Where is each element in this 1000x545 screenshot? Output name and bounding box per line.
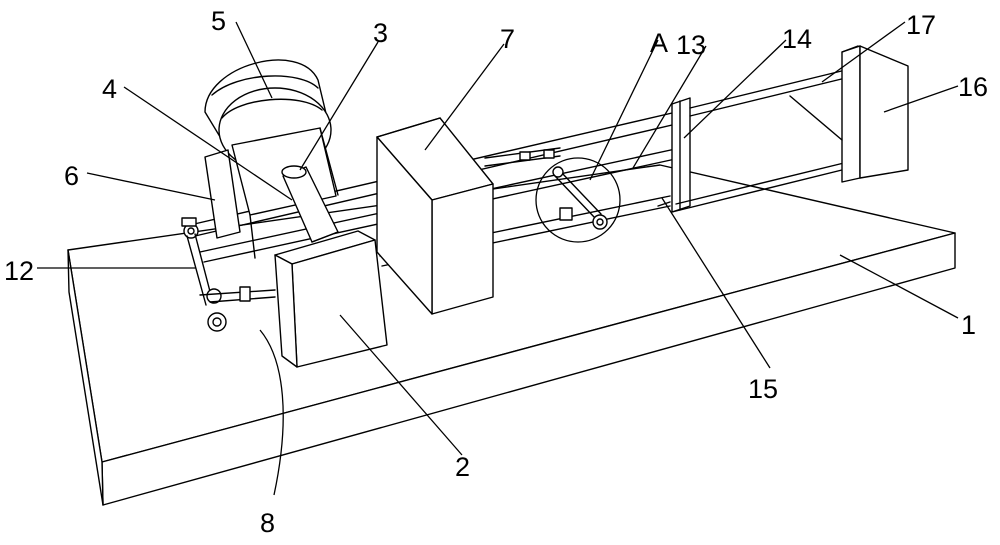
rod-17 — [689, 64, 866, 117]
leader-lines — [37, 21, 959, 496]
linkage-detail-a — [519, 149, 621, 243]
label-13: 13 — [676, 30, 706, 60]
label-a: A — [650, 28, 668, 58]
linkage-12 — [181, 217, 276, 332]
label-12: 12 — [4, 256, 34, 286]
block-2 — [274, 230, 388, 368]
label-6: 6 — [64, 161, 79, 191]
label-3: 3 — [373, 18, 388, 48]
end-block-16 — [789, 45, 909, 183]
label-16: 16 — [958, 72, 988, 102]
part-labels: 5 3 4 6 12 7 A 13 14 17 16 1 15 2 8 — [4, 6, 988, 538]
label-5: 5 — [211, 6, 226, 36]
label-4: 4 — [102, 74, 117, 104]
label-15: 15 — [748, 374, 778, 404]
label-14: 14 — [782, 24, 812, 54]
label-17: 17 — [906, 10, 936, 40]
label-7: 7 — [500, 24, 515, 54]
block-7 — [376, 117, 494, 315]
label-1: 1 — [961, 310, 976, 340]
label-2: 2 — [455, 452, 470, 482]
label-8: 8 — [260, 508, 275, 538]
end-frame — [657, 97, 851, 213]
base-plate — [67, 164, 956, 506]
